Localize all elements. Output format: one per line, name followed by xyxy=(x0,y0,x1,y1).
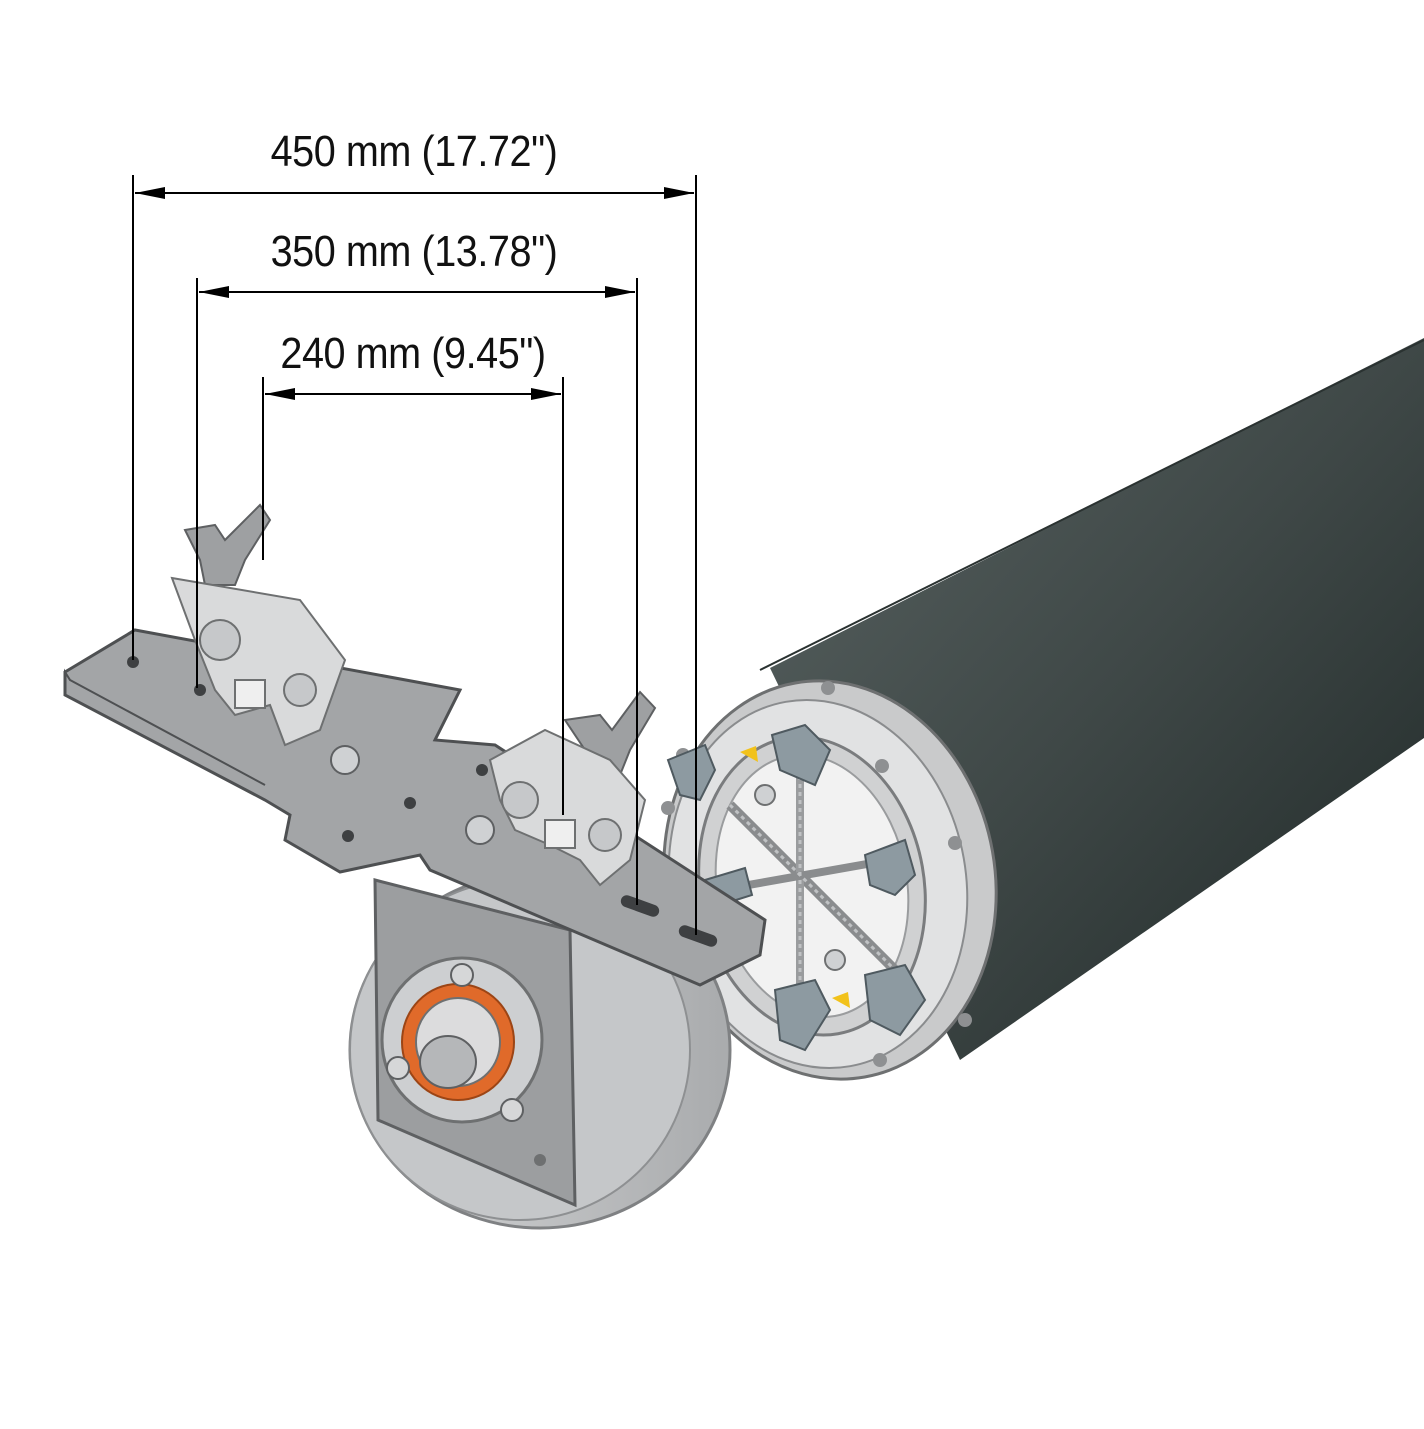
extension-lines xyxy=(132,175,697,935)
dimension-label-outer: 450 mm (17.72") xyxy=(270,127,558,176)
dimension-label-inner: 240 mm (9.45") xyxy=(280,329,546,378)
mounting-plate xyxy=(63,628,767,987)
wheel-bracket xyxy=(373,878,577,1208)
dimension-label-middle: 350 mm (13.78") xyxy=(270,227,558,276)
expander-mechanism xyxy=(666,723,927,1052)
clamp-right xyxy=(488,690,657,887)
dimension-lines xyxy=(135,187,694,400)
clamp-left xyxy=(170,503,347,747)
